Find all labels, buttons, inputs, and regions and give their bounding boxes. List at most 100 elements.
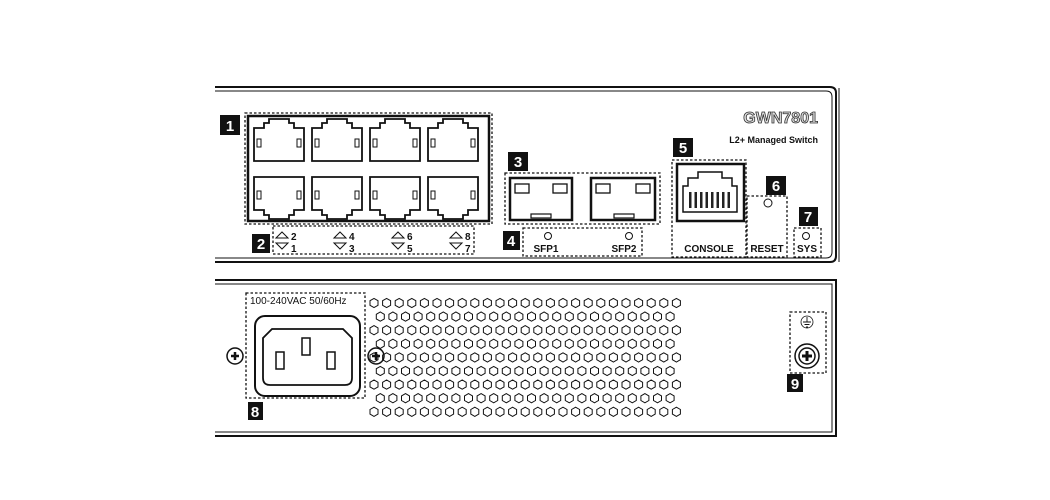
ethernet-port[interactable] [369,118,421,162]
vent-hole [482,325,492,336]
vent-hole [451,365,461,377]
callout-1-badge [220,115,240,135]
vent-hole [520,352,530,363]
vent-hole [571,352,581,363]
sfp1-label: SFP1 [533,244,558,255]
ethernet-port[interactable] [427,118,479,162]
callout-6-badge [766,176,786,195]
ethernet-port[interactable] [369,176,421,220]
vent-hole [514,311,524,322]
vent-hole [545,352,555,363]
vent-hole [659,352,669,363]
vent-hole [671,325,681,336]
ethernet-port[interactable] [311,176,363,220]
vent-hole [426,393,436,404]
vent-hole [457,352,467,363]
vent-hole [634,325,644,336]
vent-hole [615,338,625,349]
vent-hole [514,338,524,349]
vent-hole [388,338,398,349]
vent-hole [470,379,480,390]
vent-hole [438,338,448,349]
vent-hole [464,393,473,404]
vent-hole [413,365,423,377]
model-name: GWN7801 [743,110,818,127]
reset-group [746,195,788,258]
screw-icon [367,347,385,365]
vent-hole [634,352,644,363]
vent-hole [520,325,530,336]
ethernet-port[interactable] [311,118,363,162]
reset-button[interactable] [763,198,773,208]
vent-hole [665,365,675,377]
vent-hole [640,365,650,377]
vent-hole [571,379,581,390]
sfp-port-2[interactable] [589,176,657,222]
vent-hole [445,352,455,363]
vent-hole [495,352,505,363]
vent-hole [470,297,480,309]
vent-hole [590,393,599,404]
callout-1: 1 [226,118,234,135]
vent-hole [394,406,404,417]
callout-8-badge [248,402,263,420]
vent-hole [583,325,593,336]
sfp2-led [625,232,633,240]
vent-hole [552,393,562,404]
sys-led [802,232,810,240]
vent-hole [533,406,543,417]
console-port[interactable] [675,162,746,223]
vent-hole [577,393,587,404]
led-label-bottom: 7 [465,244,471,255]
vent-hole [552,365,562,377]
vent-hole [653,338,662,349]
vent-hole [558,325,568,336]
callout-7-badge [799,207,818,226]
vent-hole [659,379,669,390]
vent-hole [419,325,429,336]
ethernet-port[interactable] [253,118,305,162]
vent-hole [671,379,681,390]
vent-hole [382,352,392,363]
ground-screw[interactable] [794,343,820,369]
vent-hole [564,365,574,377]
vent-hole [476,311,486,322]
vent-hole [457,379,467,390]
ethernet-port[interactable] [253,176,305,220]
vent-hole [369,379,379,390]
port-led-pair: 43 [332,231,355,255]
vent-hole [646,379,656,390]
power-inlet[interactable] [254,315,361,397]
led-label-bottom: 1 [291,244,297,255]
vent-hole [382,406,392,417]
vent-hole [583,297,593,309]
vent-hole [426,311,436,322]
power-rating: 100-240VAC 50/60Hz [250,296,347,307]
vent-hole [596,406,606,417]
vent-hole [514,393,524,404]
vent-hole [533,379,543,390]
vent-hole [558,379,568,390]
vent-hole [407,379,417,390]
vent-hole [413,338,423,349]
vent-hole [489,311,499,322]
vent-hole [539,338,549,349]
vent-hole [508,379,518,390]
vent-hole [564,393,574,404]
vent-hole [621,352,631,363]
vent-hole [482,406,492,417]
vent-hole [482,379,492,390]
vent-hole [470,325,480,336]
vent-hole [464,365,473,377]
sfp-port-1[interactable] [508,176,574,222]
led-label-top: 4 [349,232,355,243]
vent-hole [577,311,587,322]
console-label: CONSOLE [684,244,734,255]
sfp-ports-group [504,172,661,225]
vent-hole [432,352,442,363]
vent-hole [533,297,543,309]
vent-hole [451,393,461,404]
ethernet-port[interactable] [427,176,479,220]
vent-hole [394,297,404,309]
